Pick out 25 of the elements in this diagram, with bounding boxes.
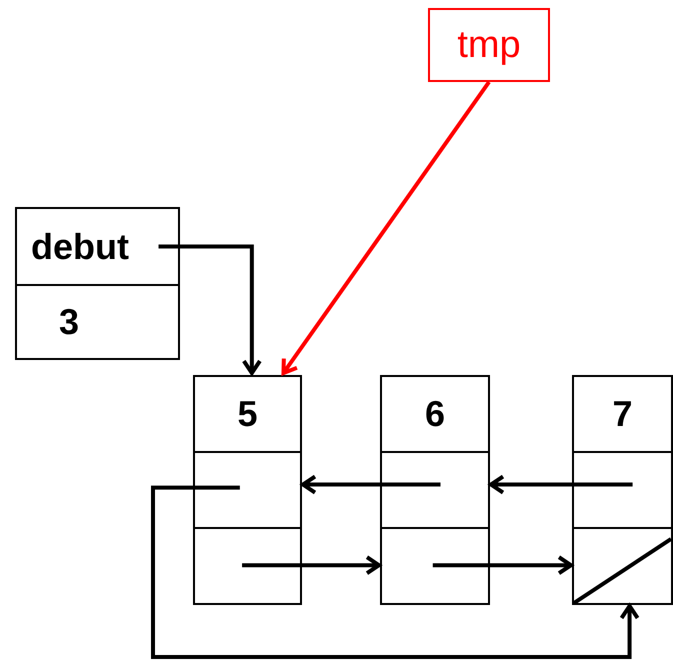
cell-text: 5 bbox=[237, 396, 258, 432]
pointer-cell bbox=[380, 527, 490, 605]
pointer-arrow bbox=[242, 555, 381, 576]
pointer-cell bbox=[572, 527, 673, 605]
pointer-cell bbox=[380, 451, 490, 529]
pointer-arrow bbox=[158, 244, 262, 375]
pointer-cell bbox=[572, 451, 673, 529]
value-cell bbox=[193, 375, 302, 453]
header-cell bbox=[15, 207, 180, 286]
value-cell bbox=[572, 375, 673, 453]
variable-box bbox=[428, 8, 550, 82]
cell-text: tmp bbox=[457, 26, 521, 64]
pointer-cell bbox=[193, 451, 302, 529]
pointer-arrow bbox=[301, 474, 440, 495]
pointer-arrow bbox=[151, 486, 640, 659]
cell-text: debut bbox=[31, 228, 129, 264]
value-cell bbox=[380, 375, 490, 453]
cell-text: 7 bbox=[612, 396, 633, 432]
pointer-arrow bbox=[489, 474, 633, 495]
cell-text: 3 bbox=[59, 304, 80, 340]
pointer-cell bbox=[193, 527, 302, 605]
header-cell bbox=[15, 284, 180, 360]
pointer-arrow bbox=[432, 555, 573, 576]
cell-text: 6 bbox=[424, 396, 446, 432]
pointer-arrow bbox=[281, 80, 491, 375]
